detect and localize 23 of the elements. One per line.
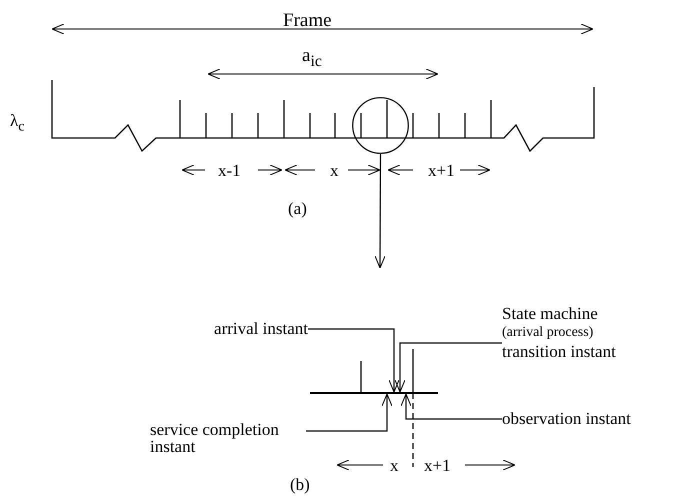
figure-label: (a) bbox=[288, 200, 307, 218]
callout-text: (arrival process) bbox=[502, 324, 594, 342]
figure-label: (b) bbox=[290, 476, 310, 494]
interval-label: a$_{ic}$ bbox=[302, 47, 322, 71]
time-axis-line bbox=[310, 392, 438, 394]
interval-label: x-1 bbox=[218, 162, 241, 180]
rate-label: λ$_{c}$ bbox=[10, 112, 25, 136]
callout-text: service completion instant bbox=[150, 421, 280, 455]
interval-label: x+1 bbox=[428, 162, 455, 180]
callout-text: arrival instant bbox=[213, 319, 308, 338]
interval-label: x bbox=[390, 457, 398, 475]
arrow bbox=[374, 154, 386, 268]
leader-line bbox=[400, 394, 502, 420]
frame-label: Frame bbox=[283, 12, 332, 30]
interval-label: x+1 bbox=[424, 457, 451, 475]
callout-text: State machine bbox=[502, 304, 599, 323]
magnifier-circle bbox=[352, 97, 409, 154]
leader-line bbox=[308, 328, 400, 392]
callout-text: observation instant bbox=[502, 409, 632, 428]
callout-text: transition instant bbox=[502, 342, 617, 361]
leader-line bbox=[394, 342, 502, 392]
interval-label: x bbox=[330, 162, 338, 180]
leader-line bbox=[306, 394, 392, 432]
